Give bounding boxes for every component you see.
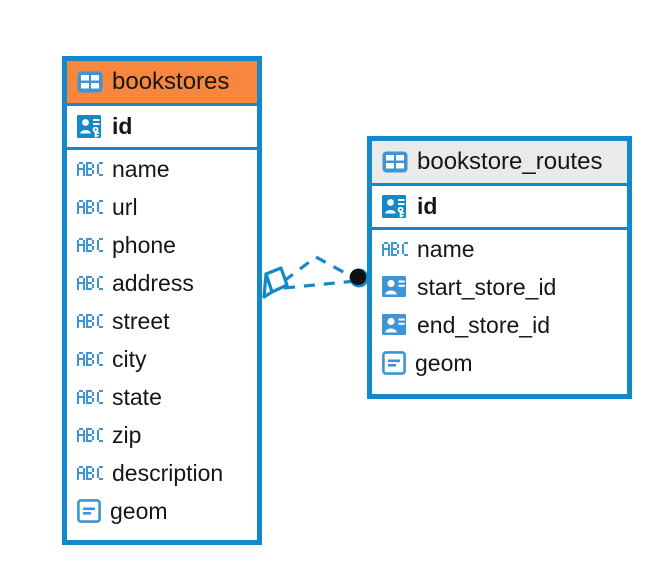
geometry-icon (77, 499, 101, 523)
entity-title: bookstore_routes (417, 148, 603, 175)
entity-bookstores[interactable]: bookstores (62, 56, 262, 545)
text-abc-icon (77, 466, 103, 480)
connector-branch-lower (283, 279, 357, 290)
column-row-state[interactable]: state (67, 378, 257, 416)
column-row-geom[interactable]: geom (67, 492, 257, 530)
text-abc-icon (382, 242, 408, 256)
column-row-city[interactable]: city (67, 340, 257, 378)
column-row-end-store-id[interactable]: end_store_id (372, 306, 627, 344)
connector-branch-upper (283, 255, 357, 283)
column-name: url (112, 193, 138, 220)
column-row-address[interactable]: address (67, 264, 257, 302)
table-icon (77, 71, 103, 93)
column-name: id (417, 193, 438, 219)
table-icon (382, 151, 408, 173)
column-row-street[interactable]: street (67, 302, 257, 340)
entity-header-bookstores[interactable]: bookstores (67, 61, 257, 106)
connector-diamond-endpoint (262, 266, 289, 299)
entity-columns-bookstores: id nam (67, 106, 257, 530)
column-name: city (112, 345, 147, 372)
text-abc-icon (77, 200, 103, 214)
column-name: state (112, 383, 162, 410)
column-name: name (417, 235, 475, 262)
text-abc-icon (77, 352, 103, 366)
column-row-phone[interactable]: phone (67, 226, 257, 264)
column-name: address (112, 269, 194, 296)
text-abc-icon (77, 314, 103, 328)
primary-key-icon (382, 194, 408, 220)
column-row-zip[interactable]: zip (67, 416, 257, 454)
foreign-key-icon (382, 274, 408, 300)
column-name: end_store_id (417, 311, 550, 338)
geometry-icon (382, 351, 406, 375)
column-row-url[interactable]: url (67, 188, 257, 226)
column-row-name[interactable]: name (67, 150, 257, 188)
column-name: zip (112, 421, 142, 448)
text-abc-icon (77, 238, 103, 252)
text-abc-icon (77, 276, 103, 290)
column-name: start_store_id (417, 273, 557, 300)
connector-circle-endpoint (349, 268, 369, 288)
primary-key-icon (77, 114, 103, 140)
text-abc-icon (77, 428, 103, 442)
column-row-description[interactable]: description (67, 454, 257, 492)
text-abc-icon (77, 162, 103, 176)
entity-columns-bookstore-routes: id nam (372, 186, 627, 382)
column-name: geom (415, 349, 473, 376)
column-row-start-store-id[interactable]: start_store_id (372, 268, 627, 306)
column-name: description (112, 459, 224, 486)
column-row-id[interactable]: id (67, 106, 257, 150)
entity-header-bookstore-routes[interactable]: bookstore_routes (372, 141, 627, 186)
text-abc-icon (77, 390, 103, 404)
foreign-key-icon (382, 312, 408, 338)
column-name: id (112, 113, 133, 139)
entity-title: bookstores (112, 68, 230, 95)
column-row-geom[interactable]: geom (372, 344, 627, 382)
column-row-id[interactable]: id (372, 186, 627, 230)
entity-bookstore-routes[interactable]: bookstore_routes (367, 136, 632, 399)
column-name: geom (110, 497, 168, 524)
column-name: street (112, 307, 170, 334)
column-row-name[interactable]: name (372, 230, 627, 268)
column-name: name (112, 155, 170, 182)
column-name: phone (112, 231, 176, 258)
